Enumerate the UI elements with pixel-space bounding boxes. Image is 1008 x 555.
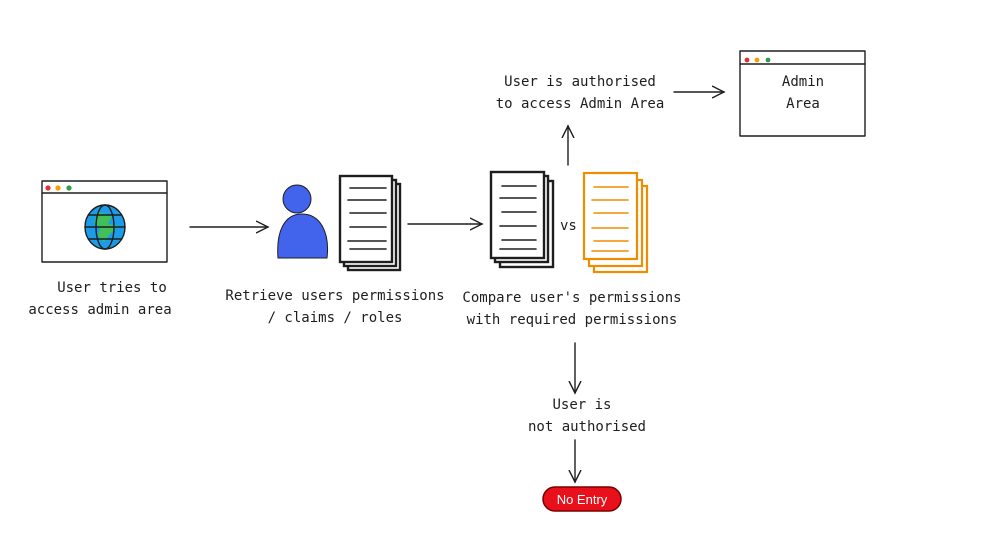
user-tries-caption-2: access admin area: [28, 302, 171, 318]
no-entry-sign: No Entry: [542, 486, 622, 512]
authorised-text-1: User is authorised: [504, 74, 656, 90]
authorised-text-2: to access Admin Area: [496, 96, 665, 112]
not-authorised-text-1: User is: [552, 397, 611, 413]
globe-icon: [84, 204, 126, 250]
browser-window-icon: [41, 180, 168, 263]
user-permissions-compare-documents-icon: [489, 170, 555, 269]
admin-area-window: Admin Area: [739, 50, 866, 137]
vs-label: vs: [560, 218, 577, 234]
not-authorised-text-2: not authorised: [528, 419, 646, 435]
person-icon: [277, 184, 329, 259]
no-entry-label: No Entry: [557, 492, 608, 507]
retrieve-caption-2: / claims / roles: [268, 310, 403, 326]
user-tries-caption-1: User tries to: [57, 280, 167, 296]
retrieve-caption-1: Retrieve users permissions: [225, 288, 444, 304]
admin-area-text-1: Admin: [782, 74, 824, 90]
user-permissions-documents-icon: [338, 174, 402, 272]
required-permissions-documents-icon: [582, 171, 649, 274]
compare-caption-2: with required permissions: [467, 312, 678, 328]
compare-caption-1: Compare user's permissions: [462, 290, 681, 306]
admin-area-text-2: Area: [786, 96, 820, 112]
